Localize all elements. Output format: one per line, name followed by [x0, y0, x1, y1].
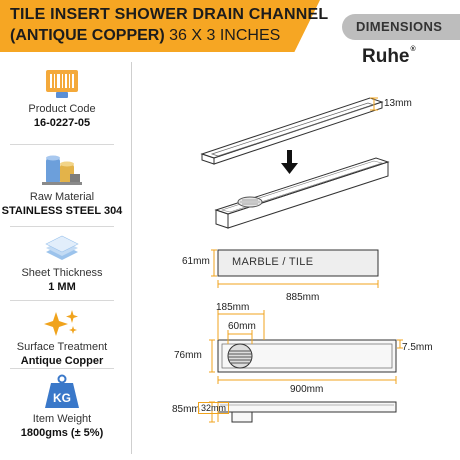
spec-label: Surface Treatment [16, 341, 108, 353]
channel-inner-edge [221, 343, 393, 369]
spec-label: Raw Material [29, 191, 95, 203]
total-height-label: 85mm [172, 404, 200, 415]
brand-name: Ruhe [362, 46, 410, 67]
channel-top-view [209, 310, 403, 384]
tile-material-label: MARBLE / TILE [232, 256, 314, 268]
sheet-layers-icon [45, 235, 79, 260]
marble-tile-rect [217, 249, 379, 277]
side-depth-label: 7.5mm [402, 342, 433, 353]
total-length-label: 900mm [290, 384, 324, 395]
dimensions-tag: DIMENSIONS [342, 14, 460, 40]
brand-registered-mark: ® [410, 46, 416, 53]
grate-diameter-dimension [227, 330, 253, 344]
header-band [0, 0, 320, 52]
spec-label: Item Weight [32, 413, 92, 425]
spec-separator [10, 226, 114, 227]
side-depth-dimension [397, 339, 403, 349]
weight-icon: KG [45, 374, 79, 408]
finish-name: (ANTIQUE COPPER) [10, 27, 165, 44]
weight-unit-text: KG [53, 391, 71, 405]
spec-sheet-thickness: Sheet Thickness 1 MM [0, 234, 124, 294]
spec-value: 1800gms (± 5%) [20, 427, 104, 439]
tile-length-dimension [217, 280, 379, 288]
spec-column: Product Code 16-0227-05 Raw Material STA… [0, 58, 124, 460]
grate-diameter-label: 60mm [228, 321, 256, 332]
barcode-icon [46, 70, 78, 98]
drain-channel-body [214, 157, 390, 229]
grate-length-label: 185mm [216, 302, 250, 313]
spec-separator [10, 144, 114, 145]
spec-value: 1 MM [48, 281, 76, 293]
spec-separator [10, 300, 114, 301]
product-subtitle: (ANTIQUE COPPER) 36 X 3 INCHES [10, 27, 280, 45]
spec-separator [10, 368, 114, 369]
spec-item-weight: KG Item Weight 1800gms (± 5%) [0, 374, 124, 440]
spec-label: Sheet Thickness [21, 267, 103, 279]
grate-drain-icon [227, 343, 253, 369]
lid-thickness-label: 13mm [384, 98, 412, 109]
sparkle-icon [44, 310, 78, 336]
material-barrels-icon [42, 155, 82, 185]
outlet-height-label: 32mm [198, 402, 230, 414]
spec-value: STAINLESS STEEL 304 [1, 205, 123, 217]
channel-isometric-drawing [200, 97, 390, 229]
lid-thickness-dimension [370, 97, 378, 111]
tile-height-label: 61mm [182, 256, 210, 267]
arrow-down-icon [281, 150, 298, 174]
channel-width-label: 76mm [174, 350, 202, 361]
grate-length-dimension [217, 310, 265, 340]
spec-label: Product Code [28, 103, 96, 115]
total-length-dimension [217, 376, 397, 384]
column-divider [131, 62, 132, 454]
spec-product-code: Product Code 16-0227-05 [0, 68, 124, 130]
tile-length-label: 885mm [286, 292, 320, 303]
spec-raw-material: Raw Material STAINLESS STEEL 304 [0, 152, 124, 218]
product-title: TILE INSERT SHOWER DRAIN CHANNEL [10, 6, 329, 23]
tile-front-view [211, 249, 379, 288]
drain-outlet [231, 411, 253, 423]
brand-logo: Ruhe® [362, 46, 416, 68]
tile-height-dimension [211, 249, 217, 277]
channel-side-outline [217, 401, 397, 413]
spec-surface-treatment: Surface Treatment Antique Copper [0, 308, 124, 368]
product-size: 36 X 3 INCHES [169, 27, 281, 44]
spec-value: 16-0227-05 [33, 117, 91, 129]
channel-width-dimension [209, 339, 215, 373]
spec-value: Antique Copper [20, 355, 104, 367]
